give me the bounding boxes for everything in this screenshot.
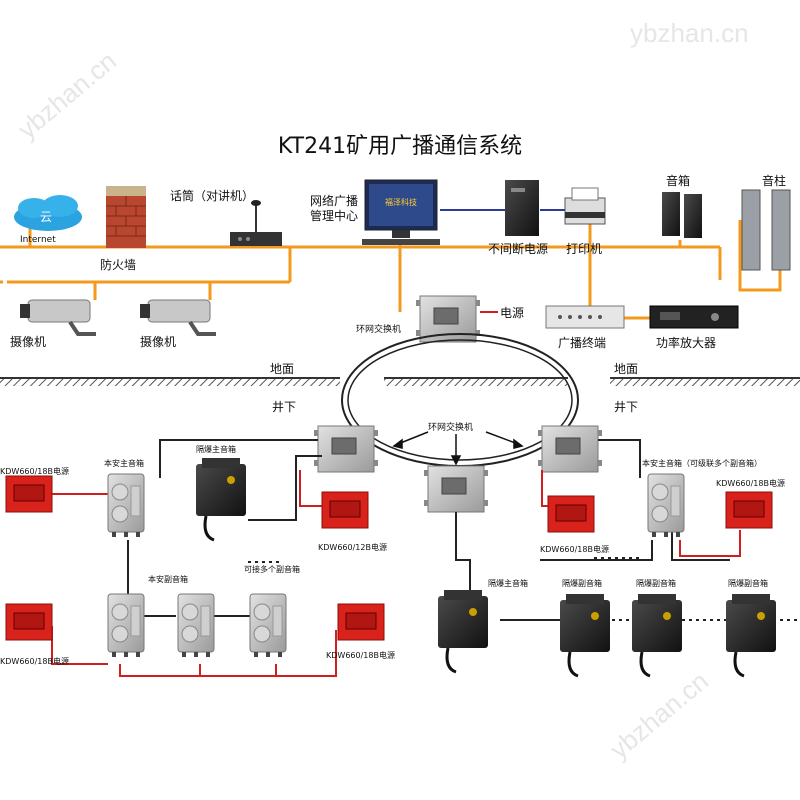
firewall-icon (106, 186, 146, 248)
flameproof-sub-2 (630, 592, 684, 678)
psu-18b-right-top-label: KDW660/18B电源 (716, 479, 785, 488)
underground-label-right: 井下 (614, 400, 639, 414)
flameproof-sub-3 (724, 592, 778, 678)
broadcast-terminal-icon (545, 305, 625, 329)
monitor-icon (362, 179, 440, 245)
psu-18b-mid-bottom (337, 603, 385, 641)
flameproof-sub-1-label: 隔爆副音箱 (562, 579, 602, 588)
flameproof-sub-2-label: 隔爆副音箱 (636, 579, 676, 588)
ring-switch-left (313, 425, 379, 473)
ground-line (0, 377, 800, 386)
psu-18b-mid-bottom-label: KDW660/18B电源 (326, 651, 395, 660)
speaker-column-label: 音柱 (762, 174, 787, 188)
cloud-icon (14, 195, 82, 231)
flameproof-sub-3-label: 隔爆副音箱 (728, 579, 768, 588)
camera-icon (140, 299, 216, 336)
camera-icon (20, 299, 96, 336)
ring-network-inner (347, 339, 573, 461)
flameproof-main-left-label: 隔爆主音箱 (196, 445, 236, 454)
handset-label: 话筒（对讲机） (170, 189, 255, 203)
network-center-label-2: 管理中心 (310, 209, 359, 223)
ring-switch-label: 环网交换机 (428, 423, 474, 433)
firewall-label: 防火墙 (100, 258, 137, 272)
intrinsic-main-left (107, 473, 145, 538)
internet-label: Internet (20, 235, 56, 245)
ring-switch-right (537, 425, 603, 473)
psu-18b-left-top-label: KDW660/18B电源 (0, 467, 69, 476)
amplifier-label: 功率放大器 (656, 336, 717, 350)
ups-label: 不间断电源 (488, 242, 549, 256)
connect-multi-label: 可接多个副音箱 (244, 565, 300, 574)
cloud-glyph: 云 (40, 210, 53, 224)
psu-18b-left-bottom-label: KDW660/18B电源 (0, 657, 69, 666)
cables (127, 439, 730, 621)
psu-12b (321, 491, 369, 529)
camera-label-2: 摄像机 (140, 335, 177, 349)
psu-12b-label: KDW660/12B电源 (318, 543, 387, 552)
printer-label: 打印机 (566, 242, 603, 256)
speaker-box-label: 音箱 (666, 174, 691, 188)
ring-switch-center (423, 465, 489, 513)
flameproof-sub-1 (558, 592, 612, 678)
dotted-cables (248, 557, 800, 621)
broadcast-terminal-label: 广播终端 (558, 336, 607, 350)
watermark: ybzhan.cn (630, 18, 749, 48)
network-center-label-1: 网络广播 (310, 194, 359, 208)
flameproof-main-bottom-label: 隔爆主音箱 (488, 579, 528, 588)
monitor-brand: 福泽科技 (385, 198, 417, 207)
psu-18b-left-bottom (5, 603, 53, 641)
flameproof-main-bottom (436, 588, 490, 674)
psu-18b-left-top (5, 475, 53, 513)
speaker-box-icon (662, 192, 702, 238)
speaker-column-icon (741, 189, 791, 271)
ups-icon (505, 180, 539, 236)
ring-switch-top-label: 环网交换机 (356, 325, 402, 335)
ground-label-left: 地面 (270, 362, 295, 376)
psu-18b-right (547, 495, 595, 533)
intrinsic-main-right-label: 本安主音箱（可级联多个副音箱） (642, 459, 762, 468)
amplifier-icon (649, 305, 739, 329)
handset-icon (230, 200, 282, 246)
intrinsic-main-right (647, 473, 685, 538)
flameproof-main-left (194, 456, 248, 542)
printer-icon (564, 187, 606, 225)
camera-label-1: 摄像机 (10, 335, 47, 349)
psu-18b-right-label: KDW660/18B电源 (540, 545, 609, 554)
intrinsic-sub-1 (107, 593, 145, 658)
intrinsic-main-left-label: 本安主音箱 (104, 459, 144, 468)
intrinsic-sub-label: 本安副音箱 (148, 575, 188, 584)
ground-label-right: 地面 (614, 362, 639, 376)
power-label: 电源 (500, 306, 525, 320)
underground-label-left: 井下 (272, 400, 297, 414)
ring-label-arrows (392, 431, 524, 466)
psu-18b-right-top (725, 491, 773, 529)
intrinsic-sub-2 (177, 593, 215, 658)
diagram-title: KT241矿用广播通信系统 (277, 134, 523, 159)
intrinsic-sub-3 (249, 593, 287, 658)
